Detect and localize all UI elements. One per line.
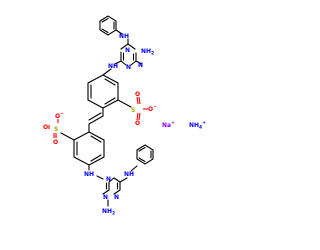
- atom-n-bottom-2: N: [103, 194, 108, 201]
- atom-o-bottom-a: O: [43, 124, 48, 131]
- atom-n-top-2: N: [126, 64, 131, 71]
- atom-o-top-minus: O−: [148, 105, 157, 113]
- atom-n-bottom-3: N: [114, 194, 119, 201]
- atom-o-top-a: O: [135, 91, 140, 98]
- bond-ring-sulfur-bottom: [60, 132, 75, 141]
- atom-o-top-b: O: [135, 120, 140, 127]
- bond-nh-phenyl-bottom: [130, 165, 138, 172]
- bond-ring-sulfur-top: [117, 99, 132, 108]
- atom-nh-top-link: NH: [108, 63, 118, 70]
- structure-svg: NH N NH2 N NH N S O O O− Na+ NH4+ S O O …: [43, 15, 206, 217]
- molecule-diagram: NH N NH2 N NH N S O O O− Na+ NH4+ S O O …: [43, 15, 206, 217]
- atom-n-top-3: N: [138, 62, 143, 69]
- atom-n-top-1: N: [125, 47, 130, 54]
- ion-ammonium: NH4+: [189, 120, 206, 131]
- atom-nh-top-aryl: NH: [119, 33, 129, 40]
- atom-nh-bottom-aryl: NH: [124, 171, 134, 178]
- top-triazine-ring: [114, 38, 143, 66]
- upper-benzene-ring: [87, 74, 119, 109]
- atom-nh2-top: NH2: [141, 48, 154, 57]
- bottom-phenyl-ring: [136, 144, 154, 165]
- bottom-sulfonate-group: [48, 119, 59, 138]
- bond-phenyl-nh-top: [115, 29, 123, 35]
- atom-o-bottom-minus: O−: [55, 112, 64, 120]
- atom-nh2-bottom: NH2: [102, 208, 115, 217]
- atom-s-bottom: S: [54, 126, 58, 133]
- bottom-triazine-ring: [96, 175, 128, 207]
- bond-nh-ring-top: [102, 68, 112, 76]
- lower-benzene-ring: [73, 131, 105, 166]
- atom-n-bottom-1: N: [106, 176, 111, 183]
- atom-o-bottom-b: O: [53, 139, 58, 146]
- top-phenyl-ring: [99, 15, 117, 36]
- atom-nh-bottom-link: NH: [84, 171, 94, 178]
- ion-sodium: Na+: [162, 120, 175, 129]
- stilbene-bridge: [88, 107, 104, 133]
- atom-s-top: S: [131, 107, 135, 114]
- top-sulfonate-group: [136, 96, 148, 121]
